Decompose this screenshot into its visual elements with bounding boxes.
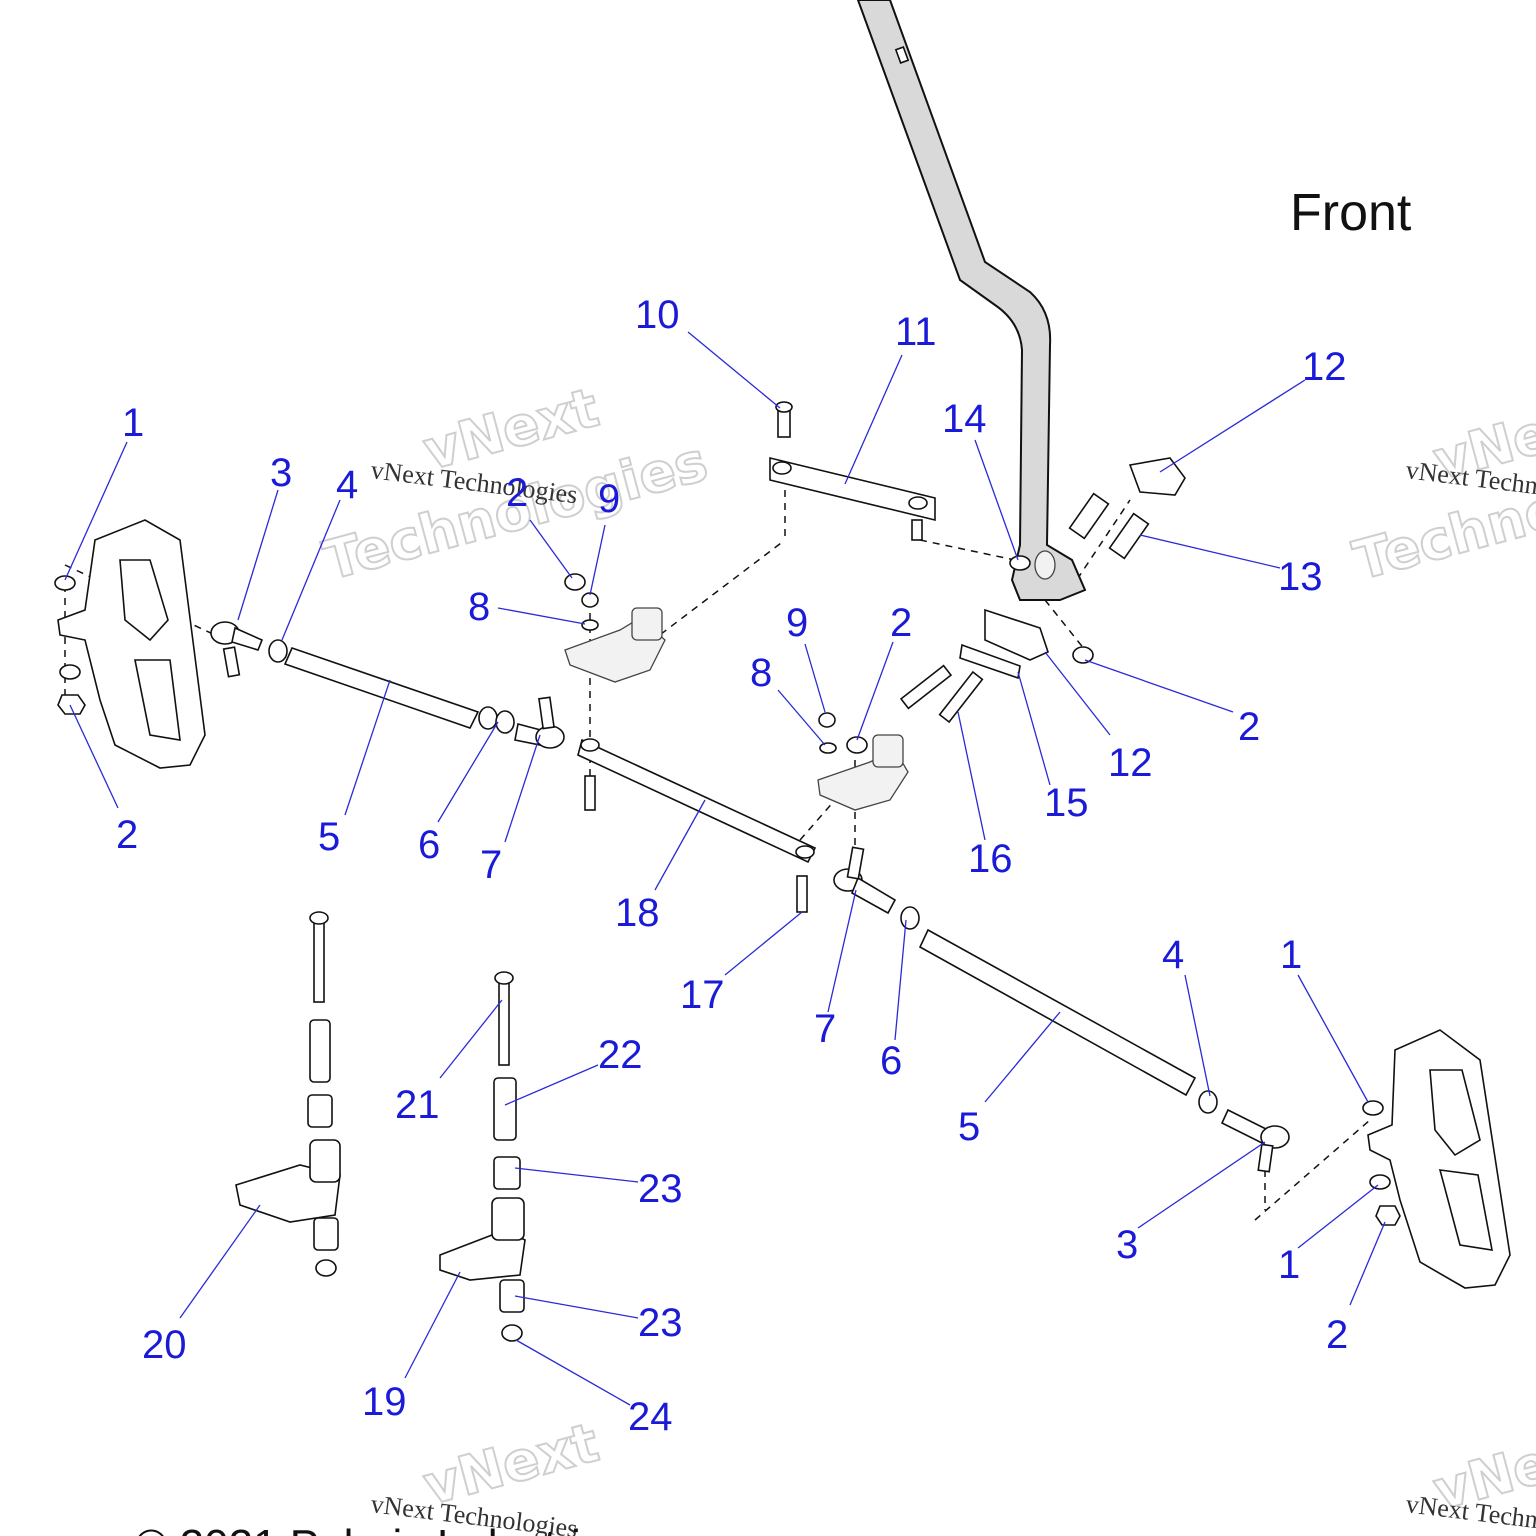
callout-2: 2 bbox=[1326, 1313, 1348, 1357]
callout-23: 23 bbox=[638, 1301, 683, 1345]
leader-lines bbox=[64, 331, 1386, 1406]
callout-13: 13 bbox=[1278, 555, 1323, 599]
assembly-lines bbox=[64, 490, 1371, 1221]
callout-4: 4 bbox=[1162, 933, 1184, 977]
callout-7: 7 bbox=[480, 843, 502, 887]
pitman-arm bbox=[769, 401, 936, 541]
callout-2: 2 bbox=[1238, 705, 1260, 749]
callout-12: 12 bbox=[1302, 345, 1347, 389]
callout-2: 2 bbox=[890, 601, 912, 645]
callout-20: 20 bbox=[142, 1323, 187, 1367]
lower-stack-right bbox=[439, 971, 526, 1342]
callout-12: 12 bbox=[1108, 741, 1153, 785]
left-spindle bbox=[54, 519, 206, 769]
callout-2: 2 bbox=[506, 471, 528, 515]
callout-5: 5 bbox=[958, 1105, 980, 1149]
callout-8: 8 bbox=[468, 585, 490, 629]
steering-column bbox=[856, 0, 1087, 601]
callout-14: 14 bbox=[942, 397, 987, 441]
right-tie-rod bbox=[833, 846, 1290, 1173]
callout-16: 16 bbox=[968, 837, 1013, 881]
idler-brackets bbox=[564, 573, 909, 811]
callout-8: 8 bbox=[750, 651, 772, 695]
watermarks: vNext Technologies vNext Technologies vN… bbox=[316, 375, 1536, 1536]
callout-24: 24 bbox=[628, 1395, 673, 1439]
callout-22: 22 bbox=[598, 1033, 643, 1077]
column-mount bbox=[899, 457, 1186, 724]
left-tie-rod bbox=[210, 621, 565, 749]
callout-6: 6 bbox=[880, 1039, 902, 1083]
callout-1: 1 bbox=[1278, 1243, 1300, 1287]
callout-19: 19 bbox=[362, 1380, 407, 1424]
callout-9: 9 bbox=[598, 477, 620, 521]
callout-9: 9 bbox=[786, 601, 808, 645]
callout-5: 5 bbox=[318, 815, 340, 859]
callout-10: 10 bbox=[635, 293, 680, 337]
callout-18: 18 bbox=[615, 891, 660, 935]
callout-6: 6 bbox=[418, 823, 440, 867]
callout-3: 3 bbox=[1116, 1223, 1138, 1267]
front-label: Front bbox=[1290, 184, 1412, 242]
copyright: © 2021 Polaris Industries bbox=[135, 1521, 627, 1536]
callout-1: 1 bbox=[122, 401, 144, 445]
lower-stack-left bbox=[235, 911, 341, 1277]
right-spindle bbox=[1362, 1029, 1511, 1289]
callout-17: 17 bbox=[680, 973, 725, 1017]
callout-4: 4 bbox=[336, 463, 358, 507]
callout-21: 21 bbox=[395, 1083, 440, 1127]
callout-11: 11 bbox=[895, 310, 937, 354]
callout-labels: 1 3 4 2 5 6 7 2 9 8 10 11 14 12 13 9 2 8… bbox=[116, 293, 1348, 1439]
callout-23: 23 bbox=[638, 1167, 683, 1211]
callout-15: 15 bbox=[1044, 781, 1089, 825]
callout-3: 3 bbox=[270, 451, 292, 495]
callout-7: 7 bbox=[814, 1007, 836, 1051]
callout-2: 2 bbox=[116, 813, 138, 857]
callout-1: 1 bbox=[1280, 933, 1302, 977]
drag-link bbox=[577, 738, 817, 913]
